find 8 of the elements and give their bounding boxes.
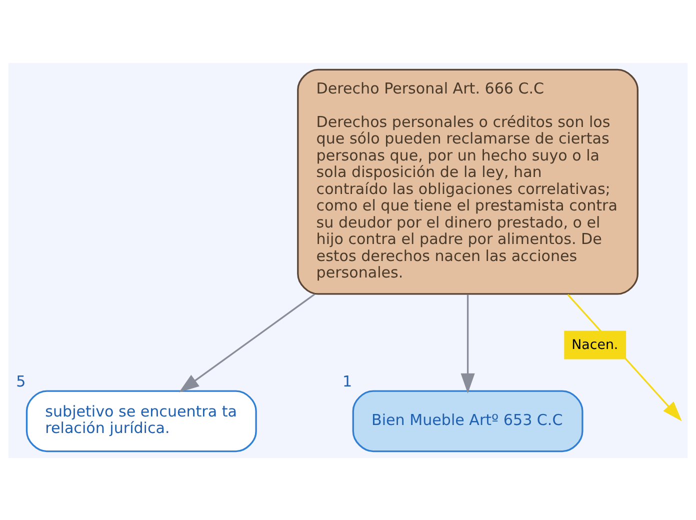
edge-label: Nacen.: [572, 338, 618, 353]
node-box: Bien Mueble Artº 653 C.C: [352, 390, 584, 452]
node-box: subjetivo se encuentra ta relación jurídica.: [26, 390, 257, 452]
node-label: 1: [342, 372, 352, 390]
node-label: 5: [16, 372, 26, 390]
node-box: Derecho Personal Art. 666 C.C Derechos personales o créditos son los que sólo pueden reclamarse de ciertas personas que, por un hecho suyo o la sola disposición de la ley, han contraído las obligaciones correlativas; como el que tiene el prestamista contra su deudor por el dinero prestado, o el hijo contra el padre por alimentos. De estos derechos nacen las acciones personales.: [297, 68, 638, 294]
arrow: [460, 294, 475, 393]
arrow: [178, 293, 316, 392]
